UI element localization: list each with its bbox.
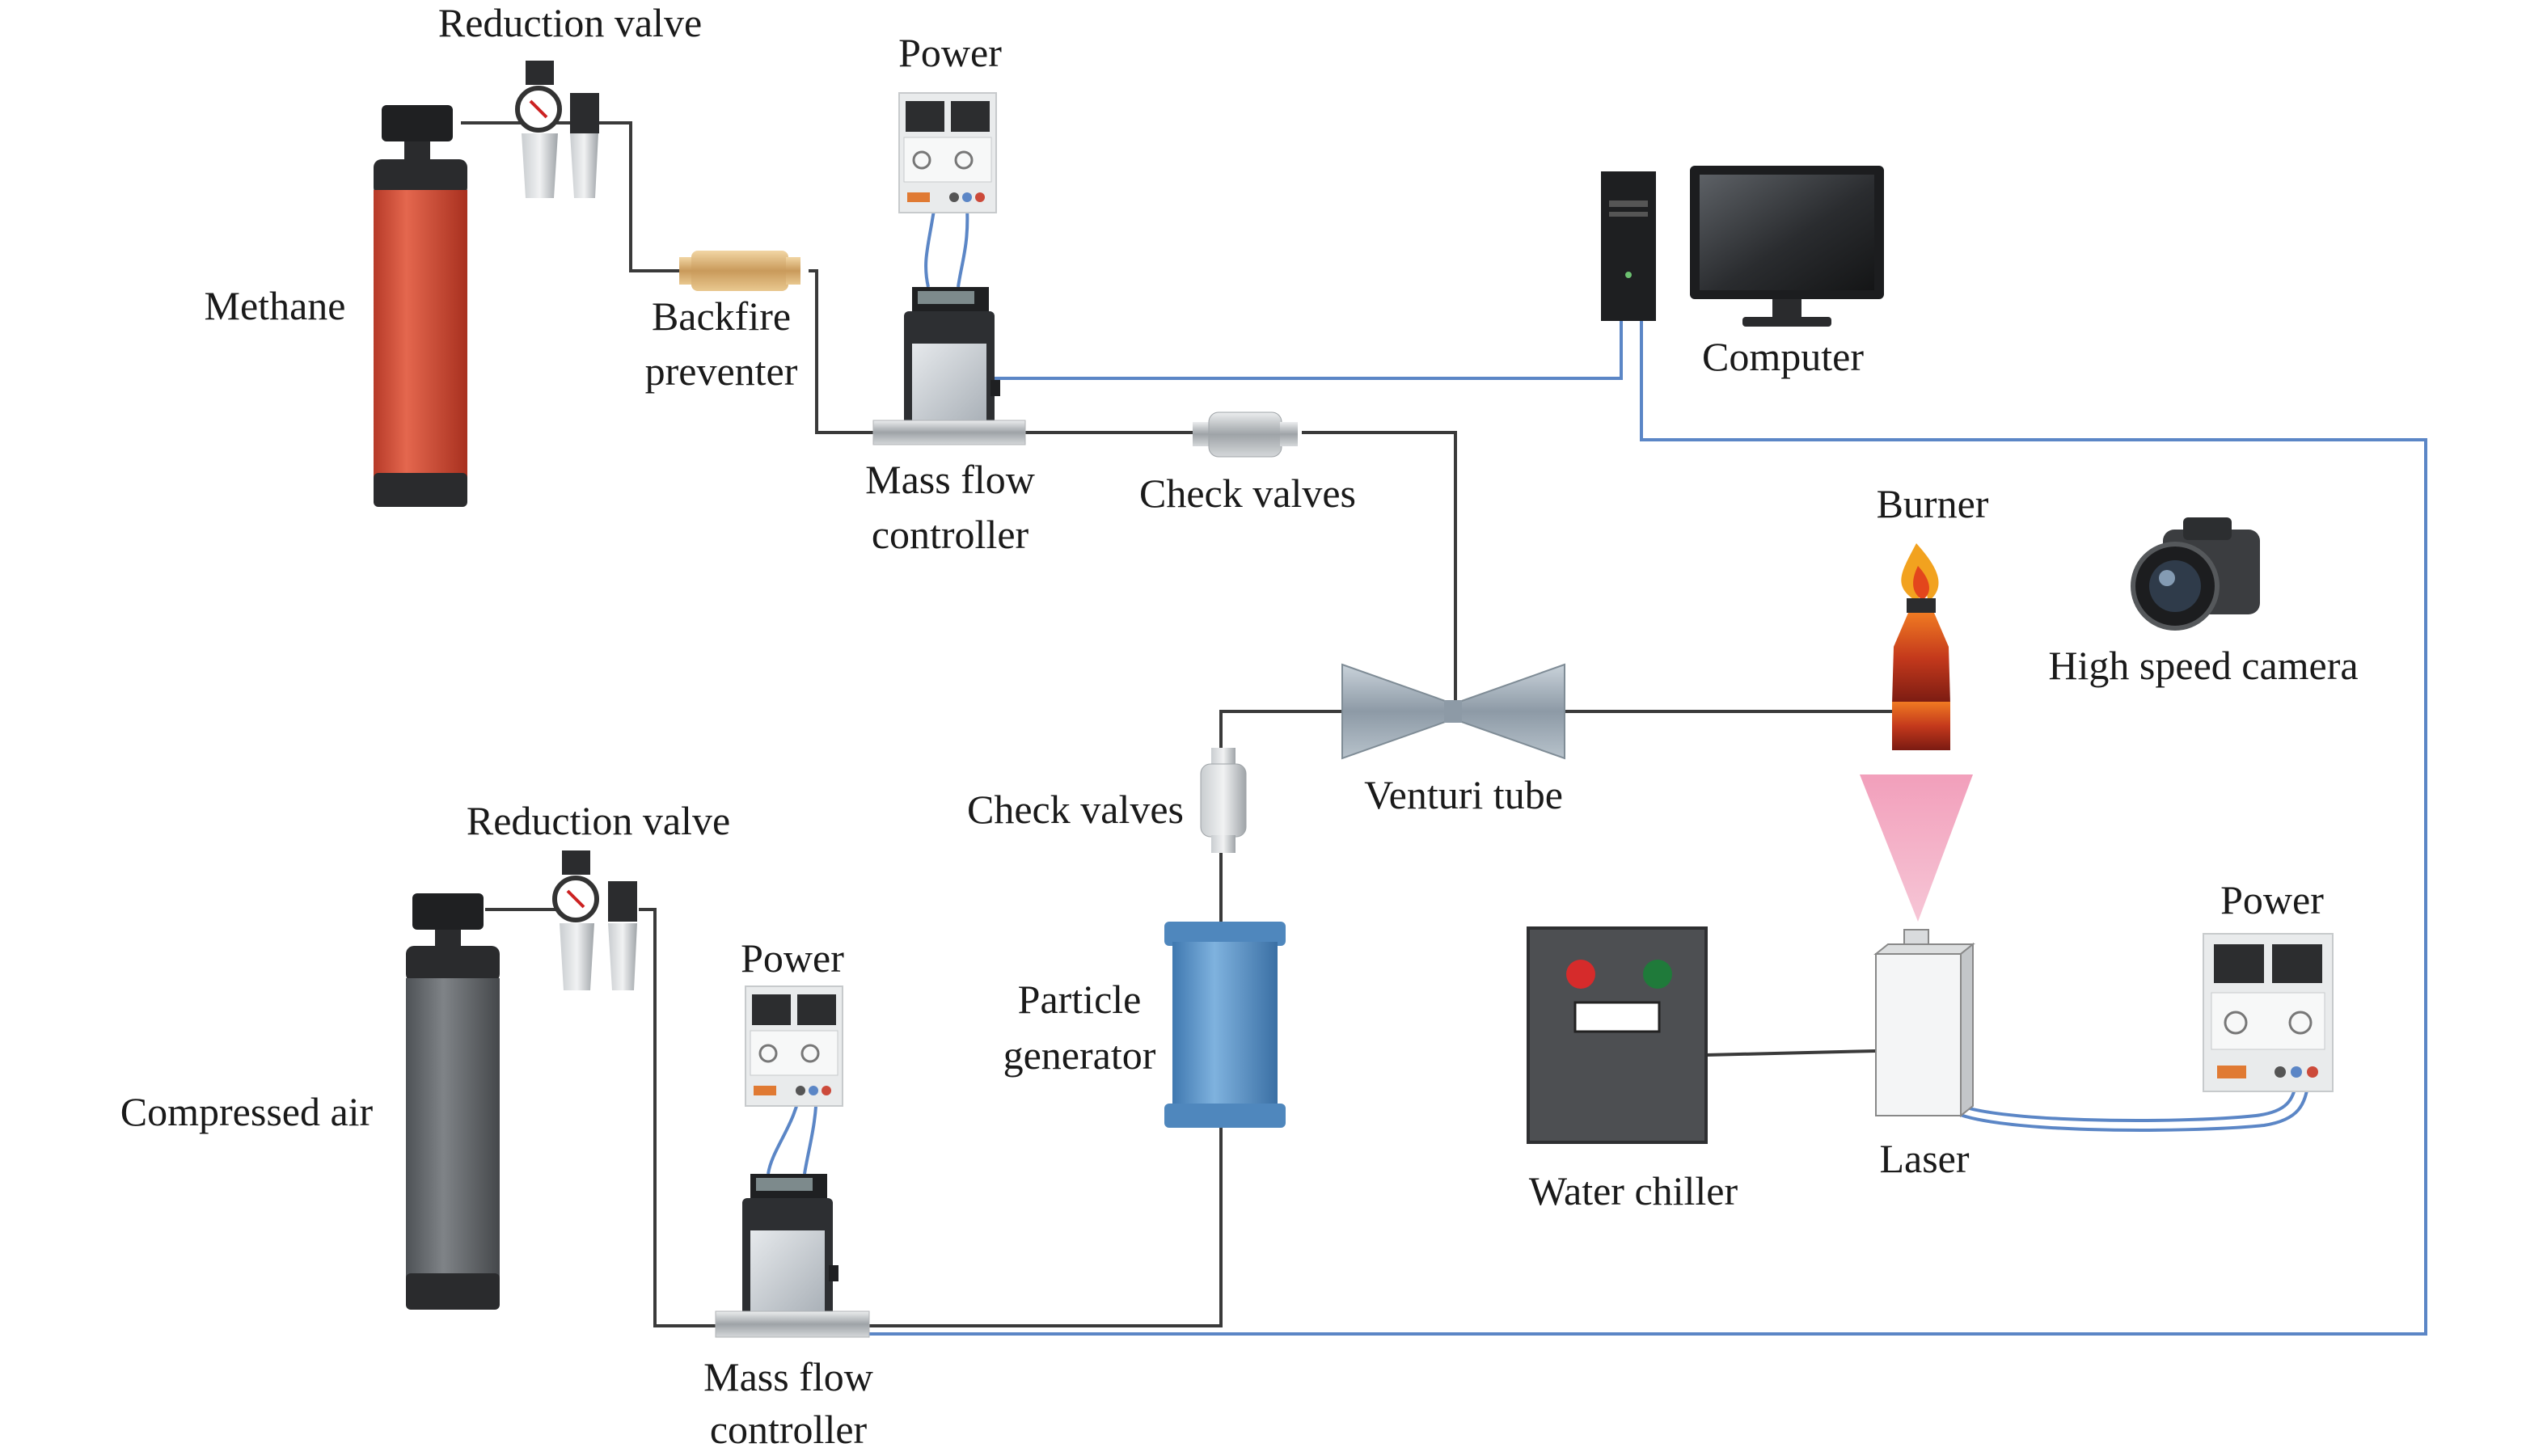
label-backfire-preventer-line2: preventer	[645, 348, 798, 394]
label-high-speed-camera: High speed camera	[2048, 643, 2358, 688]
label-particle-generator-line1: Particle	[1018, 977, 1142, 1022]
label-backfire-preventer-line1: Backfire	[652, 293, 791, 339]
label-reduction-valve-top: Reduction valve	[438, 0, 702, 45]
burner	[1892, 543, 1950, 750]
label-power-top: Power	[898, 30, 1002, 75]
high-speed-camera	[2131, 517, 2260, 631]
wire-laser-to-power	[1947, 1083, 2298, 1122]
pipe-chiller-to-laser	[1705, 1049, 1877, 1057]
label-check-valves-top: Check valves	[1139, 471, 1356, 516]
label-burner: Burner	[1877, 481, 1989, 526]
pipe-check-valve-to-venturi	[1302, 431, 1457, 711]
venturi-tube	[1341, 663, 1565, 760]
laser	[1873, 929, 1975, 1118]
water-chiller	[1527, 926, 1708, 1144]
compressed-air-cylinder	[406, 893, 500, 1310]
wire-mfc-top-to-computer	[990, 319, 1623, 380]
pipe-methane-to-backfire	[461, 121, 679, 272]
particle-generator	[1164, 922, 1286, 1128]
wire-laser-to-power-2	[1947, 1083, 2310, 1132]
wire-computer-to-mfc-bottom	[869, 319, 2427, 1336]
data-wires	[767, 193, 2427, 1336]
power-supply-bottom	[745, 985, 843, 1107]
gas-pipes	[461, 121, 1892, 1327]
mass-flow-controller-bottom	[715, 1174, 870, 1338]
computer	[1601, 166, 1884, 327]
pipe-backfire-to-mfc	[809, 269, 881, 434]
reduction-valve-top	[515, 61, 599, 198]
label-mfc-bottom-line2: controller	[710, 1407, 868, 1452]
backfire-preventer	[679, 251, 800, 291]
label-compressed-air: Compressed air	[120, 1089, 374, 1134]
label-mfc-bottom-line1: Mass flow	[703, 1354, 873, 1399]
label-power-right: Power	[2220, 877, 2324, 922]
label-methane: Methane	[205, 283, 346, 328]
label-reduction-valve-bottom: Reduction valve	[467, 798, 730, 843]
check-valve-top	[1193, 411, 1298, 458]
labels: Reduction valve Methane Backfire prevent…	[120, 0, 2359, 1452]
power-supply-top	[898, 92, 997, 213]
laser-sheet	[1860, 774, 1973, 922]
power-supply-right	[2203, 933, 2334, 1092]
label-mfc-top-line2: controller	[872, 512, 1029, 557]
methane-cylinder	[374, 105, 467, 507]
pipe-venturi-inlet-air	[1219, 710, 1342, 752]
label-particle-generator-line2: generator	[1003, 1032, 1156, 1078]
label-mfc-top-line1: Mass flow	[865, 457, 1035, 502]
label-check-valves-mid: Check valves	[967, 787, 1184, 832]
label-power-bottom: Power	[741, 935, 844, 981]
pipe-air-to-mfc	[639, 908, 728, 1327]
label-computer: Computer	[1702, 334, 1864, 379]
reduction-valve-bottom	[552, 850, 637, 990]
pipe-particle-gen-to-mfc	[869, 1128, 1223, 1327]
label-water-chiller: Water chiller	[1529, 1168, 1738, 1213]
mass-flow-controller-top	[872, 287, 1026, 445]
check-valve-middle	[1200, 748, 1247, 853]
label-venturi-tube: Venturi tube	[1364, 772, 1563, 817]
label-laser: Laser	[1879, 1136, 1969, 1181]
